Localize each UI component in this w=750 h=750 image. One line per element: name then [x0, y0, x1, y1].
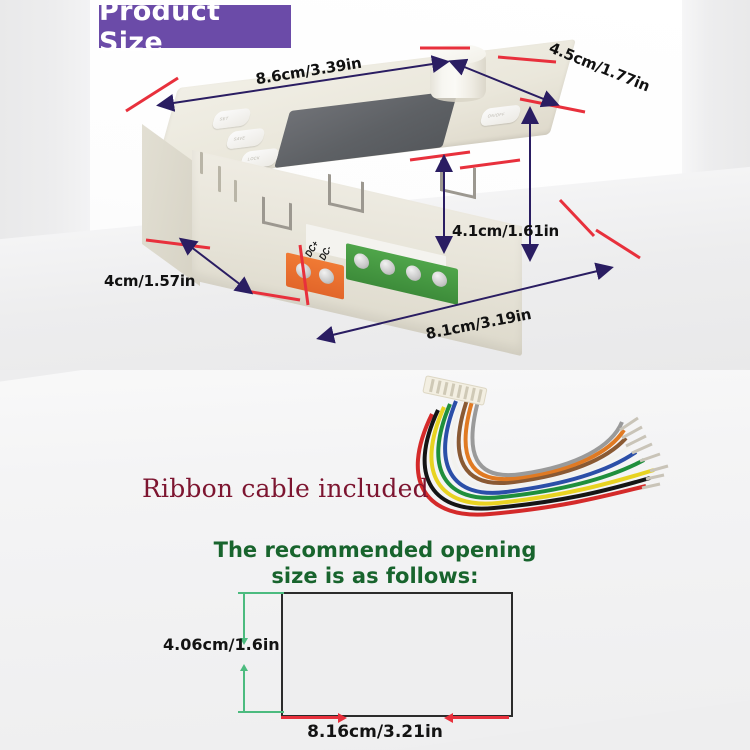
dim-arrow-depth-left: [178, 237, 254, 295]
product-size-badge-label: Product Size: [99, 0, 221, 58]
opening-cutout-rectangle: [281, 592, 513, 717]
wire-tip-7: [621, 425, 643, 440]
height-dim-line-lower: [243, 668, 245, 713]
wire-yellow: [429, 406, 655, 506]
opening-size-caption: The recommended opening size is as follo…: [0, 537, 750, 589]
ext-tick-topright-b: [497, 55, 557, 64]
dim-arrow-width-front: [316, 262, 614, 344]
dim-arrow-width-top: [156, 55, 450, 112]
wire-tip-6: [625, 434, 647, 448]
ext-tick-right-c: [558, 198, 596, 238]
wire-tip-1: [641, 482, 661, 490]
wire-blue: [443, 400, 638, 495]
wire-white: [449, 398, 632, 490]
wire-tip-2: [645, 473, 665, 481]
width-dim-line-right: [452, 716, 509, 719]
ext-tick-left: [145, 238, 211, 250]
ext-tick-front: [409, 150, 471, 162]
height-dim-arrow-down: [240, 638, 248, 645]
width-dim-arrow-left: [444, 713, 453, 723]
dim-label-height: 4.1cm/1.61in: [452, 222, 560, 240]
wire-tip-5: [631, 442, 653, 455]
dimension-annotations: [125, 46, 641, 344]
wire-tip-4: [639, 452, 661, 463]
width-dim-line-left: [281, 716, 341, 719]
height-dim-line-upper: [243, 592, 245, 642]
wire-red: [415, 413, 647, 517]
wire-green: [436, 403, 645, 500]
height-ext-line-bottom: [238, 711, 284, 713]
ribbon-cable-illustration: [415, 375, 669, 517]
ribbon-cable-section: [0, 370, 750, 750]
dim-arrow-depth-right: [448, 58, 560, 108]
opening-caption-line1: The recommended opening: [213, 538, 537, 562]
height-dim-arrow-up: [240, 664, 248, 671]
wire-tip-3: [649, 464, 669, 473]
wire-black: [422, 409, 651, 511]
wire-orange: [463, 394, 626, 482]
product-size-badge: Product Size: [99, 0, 291, 58]
ribbon-cable-caption: Ribbon cable included: [142, 474, 429, 503]
height-ext-line-top: [238, 592, 284, 594]
wire-tip-8: [619, 416, 639, 432]
wire-grey: [470, 393, 624, 478]
ext-tick-bottomright: [595, 228, 641, 260]
ext-tick-topleft: [125, 76, 179, 113]
opening-width-label: 8.16cm/3.21in: [307, 722, 443, 742]
ext-tick-right-b: [459, 158, 521, 170]
connector-pins: [429, 378, 483, 403]
wire-brown: [456, 396, 628, 485]
dim-label-depth-left: 4cm/1.57in: [104, 272, 196, 290]
ext-tick-bottom-a: [298, 244, 310, 306]
opening-caption-line2: size is as follows:: [271, 564, 479, 588]
opening-height-label: 4.06cm/1.6in: [163, 635, 280, 654]
width-dim-arrow-right: [338, 713, 347, 723]
